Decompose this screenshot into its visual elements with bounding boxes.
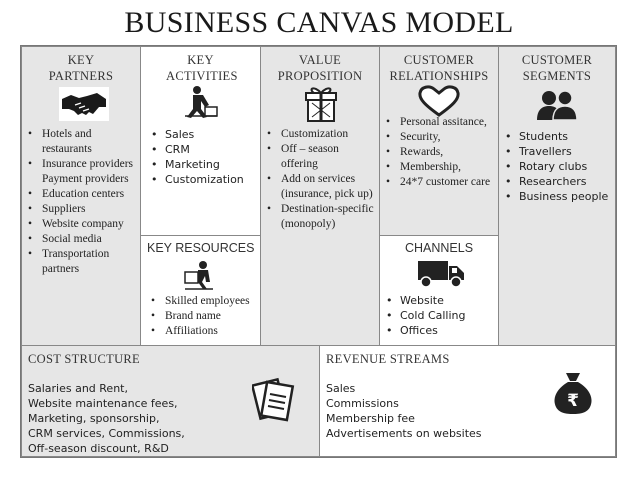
list-item: Marketing, sponsorship, [28, 412, 160, 425]
customer-segments-heading: CUSTOMER SEGMENTS [521, 53, 593, 83]
list-item: Membership, [382, 160, 496, 175]
list-item: Suppliers [24, 202, 136, 217]
customer-segments-panel: CUSTOMER SEGMENTS Students Travellers Ro… [498, 46, 616, 346]
list-item: Destination-specific (monopoly) [263, 202, 377, 232]
key-resources-panel: KEY RESOURCES Skilled employees Brand na… [140, 235, 261, 346]
list-item: Sales [326, 382, 356, 395]
gift-icon [304, 83, 338, 127]
key-activities-list: Sales CRM Marketing Customization [147, 127, 259, 187]
cost-structure-heading: COST STRUCTURE [28, 352, 140, 366]
rupee-money-bag-icon: ₹ [552, 371, 594, 419]
customer-segments-list: Students Travellers Rotary clubs Researc… [501, 129, 615, 204]
list-item: Students [501, 129, 615, 144]
value-proposition-list: Customization Off – season offering Add … [263, 127, 377, 232]
list-item: Customization [147, 172, 259, 187]
list-item: 24*7 customer care [382, 175, 496, 190]
key-resources-heading: KEY RESOURCES [147, 241, 255, 255]
list-item: Hotels and restaurants [24, 127, 136, 157]
list-item: Website maintenance fees, [28, 397, 178, 410]
list-item: Off – season offering [263, 142, 377, 172]
list-item: Sales [147, 127, 259, 142]
customer-relationships-list: Personal assitance, Security, Rewards, M… [382, 115, 496, 190]
revenue-streams-panel: REVENUE STREAMS ₹ Sales Commissions Memb… [319, 345, 616, 457]
channels-panel: CHANNELS Website Cold Calling Offices [379, 235, 499, 346]
list-item: Commissions [326, 397, 399, 410]
list-item: Personal assitance, [382, 115, 496, 130]
worker-with-box-icon [183, 260, 215, 294]
revenue-streams-lines: Sales Commissions Membership fee Adverti… [326, 381, 482, 441]
customer-relationships-panel: CUSTOMER RELATIONSHIPS Personal assitanc… [379, 46, 499, 236]
business-canvas: KEY PARTNERS Hotels and restaurants Insu… [20, 45, 617, 458]
list-item: Insurance providers Payment providers [24, 157, 136, 187]
key-activities-panel: KEY ACTIVITIES Sales CRM Marketing Custo… [140, 46, 261, 236]
list-item: Social media [24, 232, 136, 247]
list-item: Affiliations [147, 324, 259, 339]
truck-icon [417, 258, 465, 292]
list-item: Off-season discount, R&D [28, 442, 169, 455]
list-item: Researchers [501, 174, 615, 189]
list-item: CRM services, Commissions, [28, 427, 185, 440]
channels-heading: CHANNELS [404, 241, 474, 255]
list-item: Membership fee [326, 412, 415, 425]
list-item: Travellers [501, 144, 615, 159]
value-proposition-heading: VALUE PROPOSITION [277, 53, 363, 83]
list-item: Business people [501, 189, 615, 204]
channels-list: Website Cold Calling Offices [382, 293, 496, 338]
svg-text:₹: ₹ [567, 391, 579, 411]
handshake-icon [59, 87, 109, 125]
page-title: BUSINESS CANVAS MODEL [124, 6, 514, 39]
key-partners-list: Hotels and restaurants Insurance provide… [24, 127, 136, 277]
list-item: Transportation partners [24, 247, 136, 277]
list-item: Cold Calling [382, 308, 496, 323]
list-item: Marketing [147, 157, 259, 172]
worker-icon [183, 85, 219, 123]
list-item: Security, [382, 130, 496, 145]
list-item: Customization [263, 127, 377, 142]
list-item: Website [382, 293, 496, 308]
list-item: Rewards, [382, 145, 496, 160]
list-item: Education centers [24, 187, 136, 202]
revenue-streams-heading: REVENUE STREAMS [326, 352, 450, 366]
list-item: Brand name [147, 309, 259, 324]
documents-icon [250, 376, 296, 428]
cost-structure-panel: COST STRUCTURE Salaries and Rent, Websit… [21, 345, 320, 457]
cost-structure-lines: Salaries and Rent, Website maintenance f… [28, 381, 185, 456]
list-item: Skilled employees [147, 294, 259, 309]
list-item: Offices [382, 323, 496, 338]
customer-relationships-heading: CUSTOMER RELATIONSHIPS [389, 53, 489, 83]
list-item: Advertisements on websites [326, 427, 482, 440]
key-partners-panel: KEY PARTNERS Hotels and restaurants Insu… [21, 46, 141, 346]
key-activities-heading: KEY ACTIVITIES [166, 53, 238, 83]
key-resources-list: Skilled employees Brand name Affiliation… [147, 294, 259, 339]
list-item: Add on services (insurance, pick up) [263, 172, 377, 202]
list-item: Salaries and Rent, [28, 382, 128, 395]
value-proposition-panel: VALUE PROPOSITION Customization Off – se… [260, 46, 380, 346]
people-icon [535, 89, 579, 125]
key-partners-heading: KEY PARTNERS [48, 53, 114, 83]
list-item: Rotary clubs [501, 159, 615, 174]
list-item: Website company [24, 217, 136, 232]
heart-icon [417, 85, 461, 121]
list-item: CRM [147, 142, 259, 157]
